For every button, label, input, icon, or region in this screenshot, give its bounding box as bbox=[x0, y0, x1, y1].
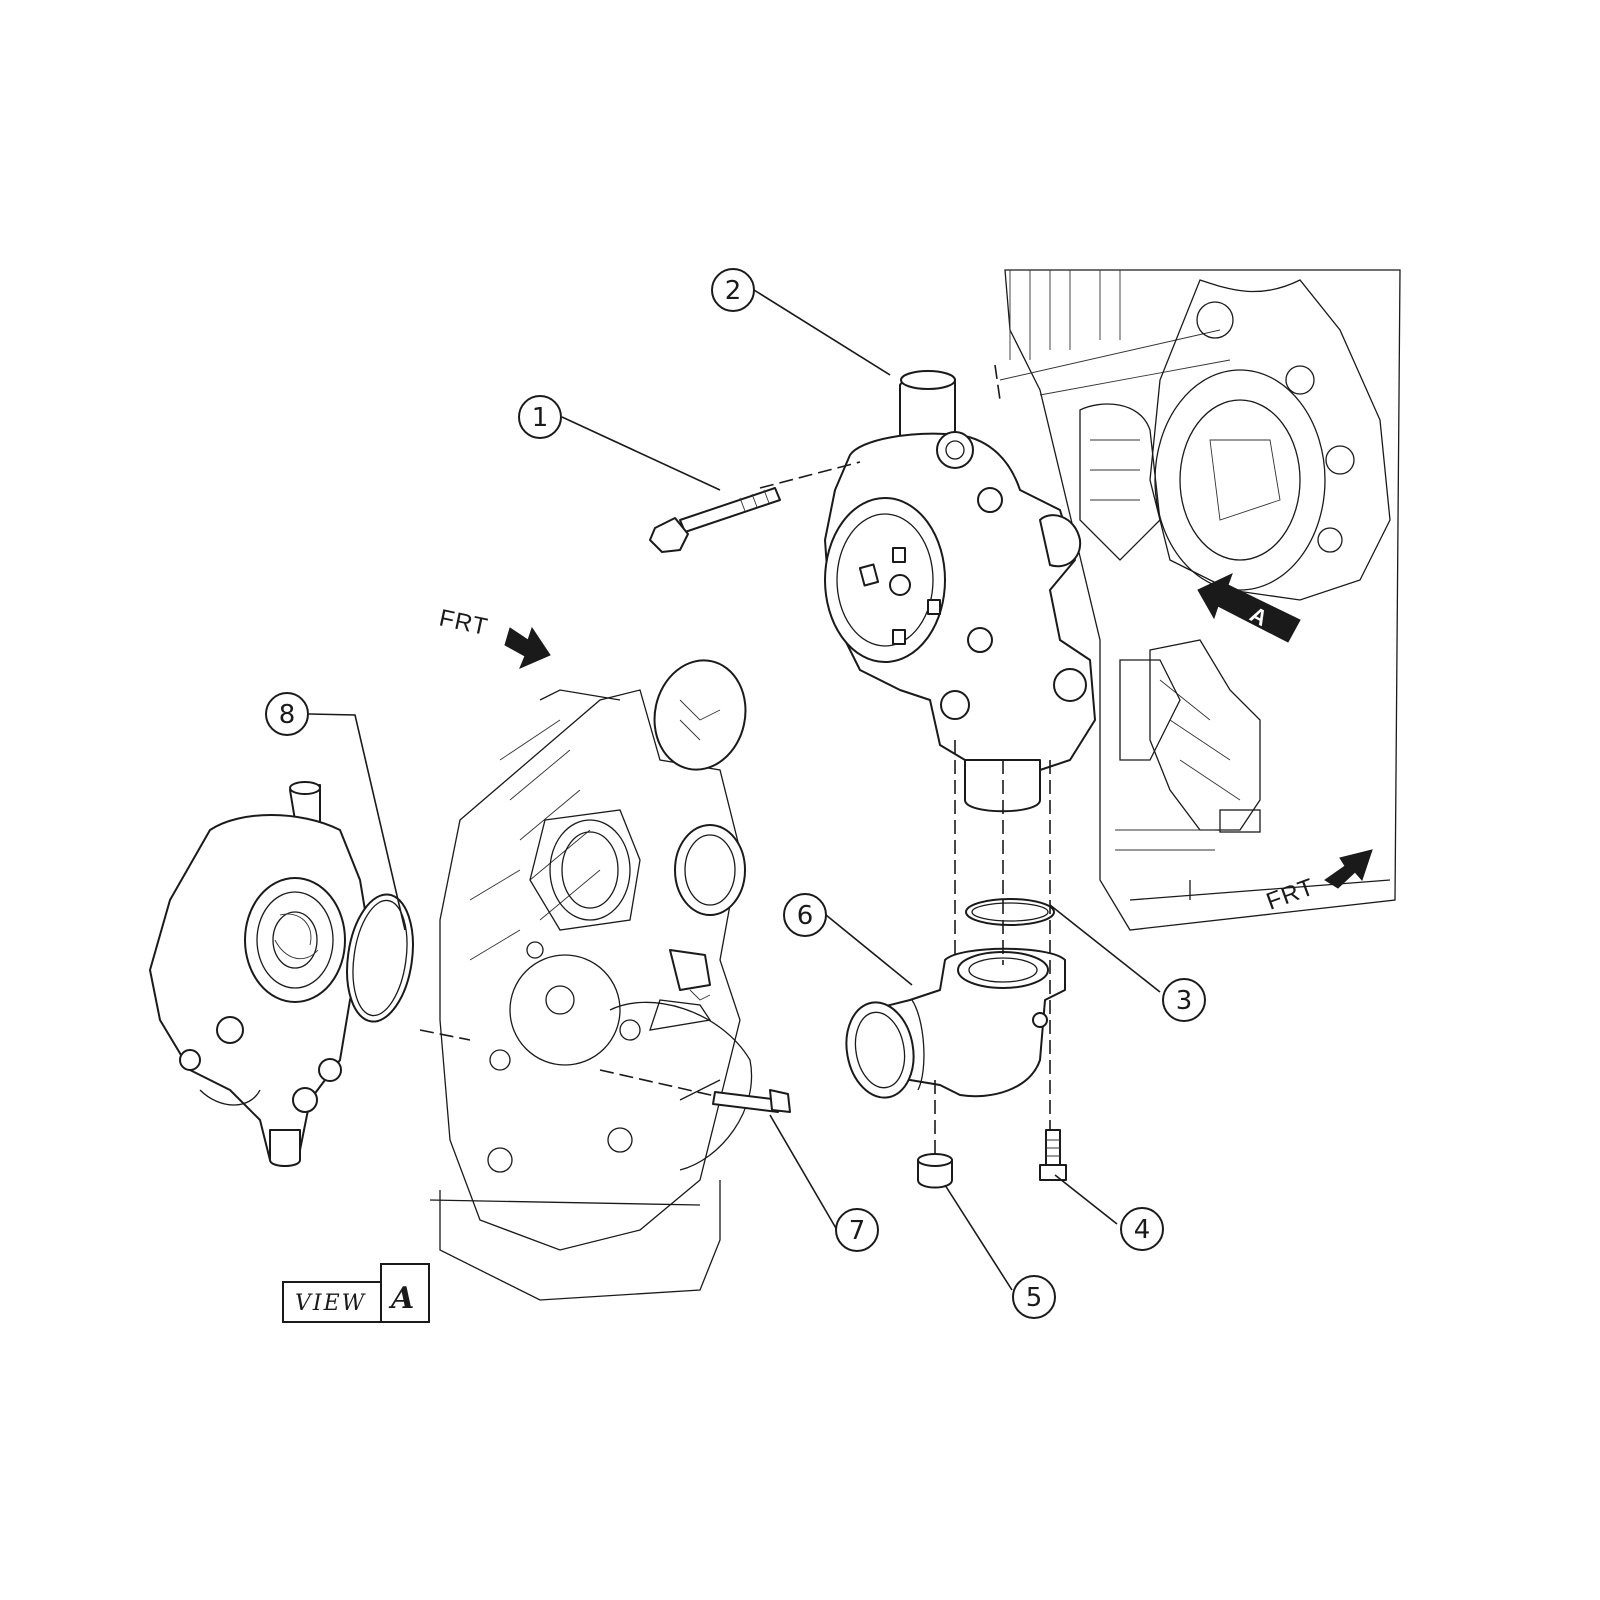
callout-5-label: 5 bbox=[1026, 1283, 1043, 1313]
callout-3: 3 bbox=[1162, 978, 1206, 1022]
callout-7: 7 bbox=[835, 1208, 879, 1252]
alignment-lines bbox=[419, 364, 1051, 1160]
engine-block-left bbox=[429, 659, 753, 1301]
callout-2-label: 2 bbox=[725, 276, 742, 306]
gasket-o-ring bbox=[965, 898, 1055, 926]
frt-arrow-right-icon bbox=[1324, 849, 1373, 889]
callout-6-label: 6 bbox=[797, 901, 814, 931]
o-ring-large bbox=[346, 893, 414, 1023]
view-a-arrow: A bbox=[1197, 573, 1301, 643]
leader-lines bbox=[308, 289, 1161, 1291]
frt-arrow-left-icon bbox=[504, 626, 551, 669]
callout-3-label: 3 bbox=[1176, 986, 1193, 1016]
bolt-part-7 bbox=[712, 1089, 791, 1113]
frt-label-left: FRT bbox=[437, 604, 491, 641]
water-pump bbox=[824, 370, 1096, 813]
callout-1-label: 1 bbox=[532, 403, 549, 433]
view-word: VIEW bbox=[295, 1291, 367, 1316]
water-pump-view-a bbox=[149, 781, 371, 1167]
engine-block-right bbox=[999, 269, 1401, 931]
callout-8-label: 8 bbox=[279, 700, 296, 730]
callout-4: 4 bbox=[1120, 1207, 1164, 1251]
view-a-arrow-icon bbox=[1197, 573, 1301, 643]
callout-5: 5 bbox=[1012, 1275, 1056, 1319]
callout-4-label: 4 bbox=[1134, 1215, 1151, 1245]
callout-8: 8 bbox=[265, 692, 309, 736]
callout-2: 2 bbox=[711, 268, 755, 312]
view-a-label-box: VIEW A bbox=[282, 1263, 430, 1323]
view-letter: A bbox=[388, 1281, 414, 1316]
bolt-short bbox=[1039, 1129, 1067, 1181]
drain-plug bbox=[917, 1153, 953, 1189]
bolt-long bbox=[649, 487, 781, 553]
thermostat-housing bbox=[845, 947, 1066, 1099]
callout-6: 6 bbox=[783, 893, 827, 937]
callout-7-label: 7 bbox=[849, 1216, 866, 1246]
callout-1: 1 bbox=[518, 395, 562, 439]
frt-indicator-left: FRT bbox=[437, 604, 551, 669]
